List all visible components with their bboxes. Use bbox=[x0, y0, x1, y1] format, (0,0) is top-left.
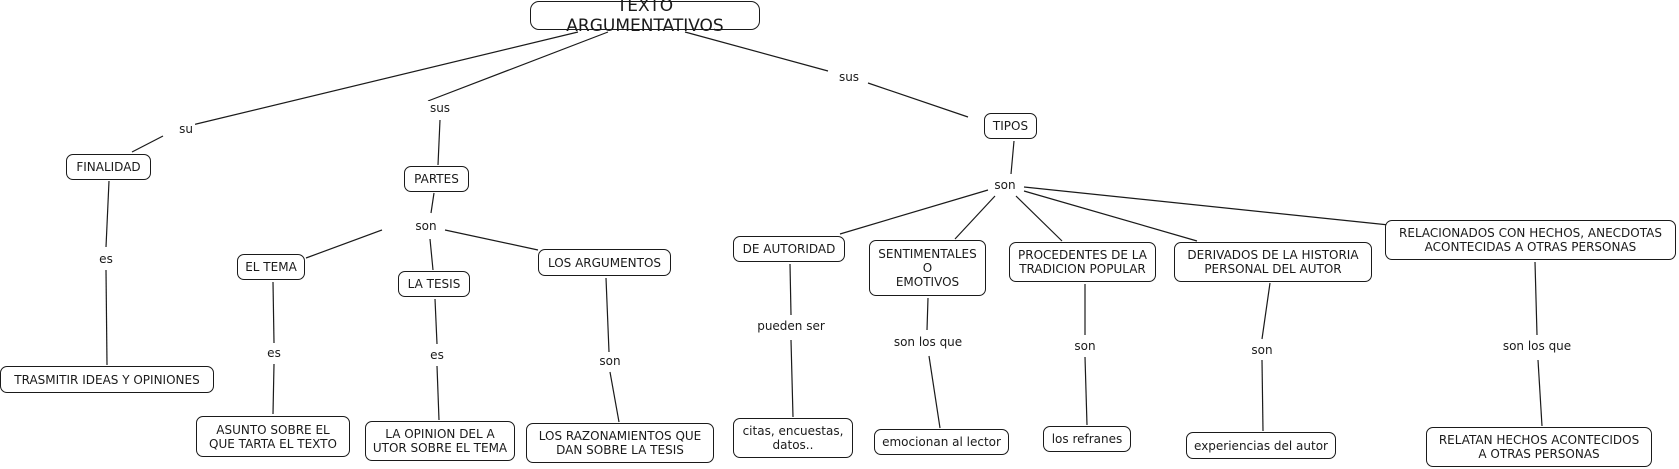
link-label: es bbox=[97, 252, 115, 266]
connector bbox=[427, 31, 609, 102]
concept-label: citas, encuestas, datos.. bbox=[742, 424, 844, 452]
concept-label: LOS ARGUMENTOS bbox=[547, 255, 662, 270]
connector bbox=[1261, 282, 1271, 340]
concept-label: LA TESIS bbox=[407, 277, 461, 291]
concept-de-autoridad[interactable]: DE AUTORIDAD bbox=[733, 236, 845, 262]
connector bbox=[429, 238, 434, 271]
concept-label: FINALIDAD bbox=[76, 160, 141, 174]
concept-label: experiencias del autor bbox=[1194, 438, 1328, 453]
connector bbox=[1010, 140, 1015, 175]
connector bbox=[434, 298, 438, 345]
concept-sentimentales[interactable]: SENTIMENTALES O EMOTIVOS bbox=[869, 240, 986, 296]
concept-label: EL TEMA bbox=[245, 260, 297, 274]
concept-label: LOS RAZONAMIENTOS QUE DAN SOBRE LA TESIS bbox=[538, 429, 702, 457]
connector bbox=[839, 189, 989, 235]
link-label: son bbox=[1249, 343, 1275, 357]
link-label: son los que bbox=[891, 335, 965, 349]
connector bbox=[272, 363, 275, 415]
concept-tipos[interactable]: TIPOS bbox=[984, 113, 1037, 139]
connector bbox=[437, 119, 441, 166]
concept-refranes[interactable]: los refranes bbox=[1043, 426, 1131, 452]
concept-experiencias[interactable]: experiencias del autor bbox=[1186, 432, 1336, 459]
link-label: su bbox=[177, 122, 195, 136]
connector bbox=[444, 229, 539, 251]
link-label: sus bbox=[836, 70, 862, 84]
connector bbox=[1015, 195, 1063, 242]
connector bbox=[430, 192, 435, 214]
concept-citas[interactable]: citas, encuestas, datos.. bbox=[733, 418, 853, 458]
connector bbox=[684, 31, 829, 72]
link-label: son bbox=[992, 178, 1018, 192]
link-label: son bbox=[597, 354, 623, 368]
link-label: es bbox=[265, 346, 283, 360]
connector bbox=[1084, 356, 1088, 426]
connector bbox=[187, 31, 579, 127]
connector bbox=[272, 281, 275, 344]
concept-el-tema[interactable]: EL TEMA bbox=[237, 254, 305, 280]
link-label: es bbox=[428, 348, 446, 362]
connector bbox=[790, 339, 794, 418]
connector bbox=[1023, 190, 1198, 242]
concept-asunto[interactable]: ASUNTO SOBRE EL QUE TARTA EL TEXTO bbox=[196, 416, 350, 457]
concept-label: DE AUTORIDAD bbox=[742, 242, 836, 256]
concept-label: SENTIMENTALES O EMOTIVOS bbox=[878, 247, 977, 289]
concept-partes[interactable]: PARTES bbox=[404, 166, 469, 192]
connector bbox=[954, 195, 996, 240]
connector bbox=[1534, 261, 1538, 336]
connector bbox=[105, 269, 108, 366]
connector bbox=[1261, 359, 1264, 432]
concept-la-tesis[interactable]: LA TESIS bbox=[398, 271, 470, 297]
connector bbox=[105, 180, 110, 248]
concept-relatan[interactable]: RELATAN HECHOS ACONTECIDOS A OTRAS PERSO… bbox=[1426, 427, 1652, 467]
link-label: son los que bbox=[1500, 339, 1574, 353]
connector bbox=[928, 355, 941, 429]
concept-emocionan[interactable]: emocionan al lector bbox=[874, 429, 1009, 455]
concept-label: LA OPINION DEL A UTOR SOBRE EL TEMA bbox=[372, 427, 508, 455]
link-label: pueden ser bbox=[755, 319, 827, 333]
connector bbox=[605, 277, 610, 353]
connector bbox=[131, 135, 164, 153]
concept-label: RELATAN HECHOS ACONTECIDOS A OTRAS PERSO… bbox=[1438, 433, 1640, 461]
link-label: son bbox=[1072, 339, 1098, 353]
concept-label: PARTES bbox=[414, 172, 459, 186]
concept-opinion[interactable]: LA OPINION DEL A UTOR SOBRE EL TEMA bbox=[365, 421, 515, 461]
concept-label: PROCEDENTES DE LA TRADICION POPULAR bbox=[1018, 248, 1147, 276]
concept-label: ASUNTO SOBRE EL QUE TARTA EL TEXTO bbox=[209, 422, 337, 451]
link-label: son bbox=[413, 219, 439, 233]
concept-relacionados[interactable]: RELACIONADOS CON HECHOS, ANECDOTAS ACONT… bbox=[1385, 220, 1676, 260]
concept-label: TRASMITIR IDEAS Y OPINIONES bbox=[14, 372, 200, 387]
concept-finalidad[interactable]: FINALIDAD bbox=[66, 154, 151, 180]
concept-trasmitir[interactable]: TRASMITIR IDEAS Y OPINIONES bbox=[0, 366, 214, 393]
concept-los-argumentos[interactable]: LOS ARGUMENTOS bbox=[538, 249, 671, 276]
connector bbox=[1023, 186, 1390, 226]
concept-procedentes[interactable]: PROCEDENTES DE LA TRADICION POPULAR bbox=[1009, 242, 1156, 282]
concept-derivados[interactable]: DERIVADOS DE LA HISTORIA PERSONAL DEL AU… bbox=[1174, 242, 1372, 282]
connector bbox=[305, 229, 383, 259]
concept-razonamientos[interactable]: LOS RAZONAMIENTOS QUE DAN SOBRE LA TESIS bbox=[526, 423, 714, 463]
concept-label: DERIVADOS DE LA HISTORIA PERSONAL DEL AU… bbox=[1187, 248, 1359, 276]
connector bbox=[867, 82, 969, 118]
connector bbox=[1537, 359, 1543, 427]
concept-label: RELACIONADOS CON HECHOS, ANECDOTAS ACONT… bbox=[1399, 226, 1662, 254]
link-label: sus bbox=[427, 101, 453, 115]
connector bbox=[789, 263, 792, 316]
concept-label: TEXTO ARGUMENTATIVOS bbox=[566, 0, 724, 36]
concept-label: TIPOS bbox=[992, 119, 1029, 133]
connector bbox=[926, 297, 929, 331]
concept-label: emocionan al lector bbox=[882, 435, 1001, 449]
concept-root[interactable]: TEXTO ARGUMENTATIVOS bbox=[530, 0, 760, 36]
concept-label: los refranes bbox=[1051, 432, 1123, 446]
connector bbox=[436, 365, 440, 421]
connector bbox=[609, 371, 620, 423]
